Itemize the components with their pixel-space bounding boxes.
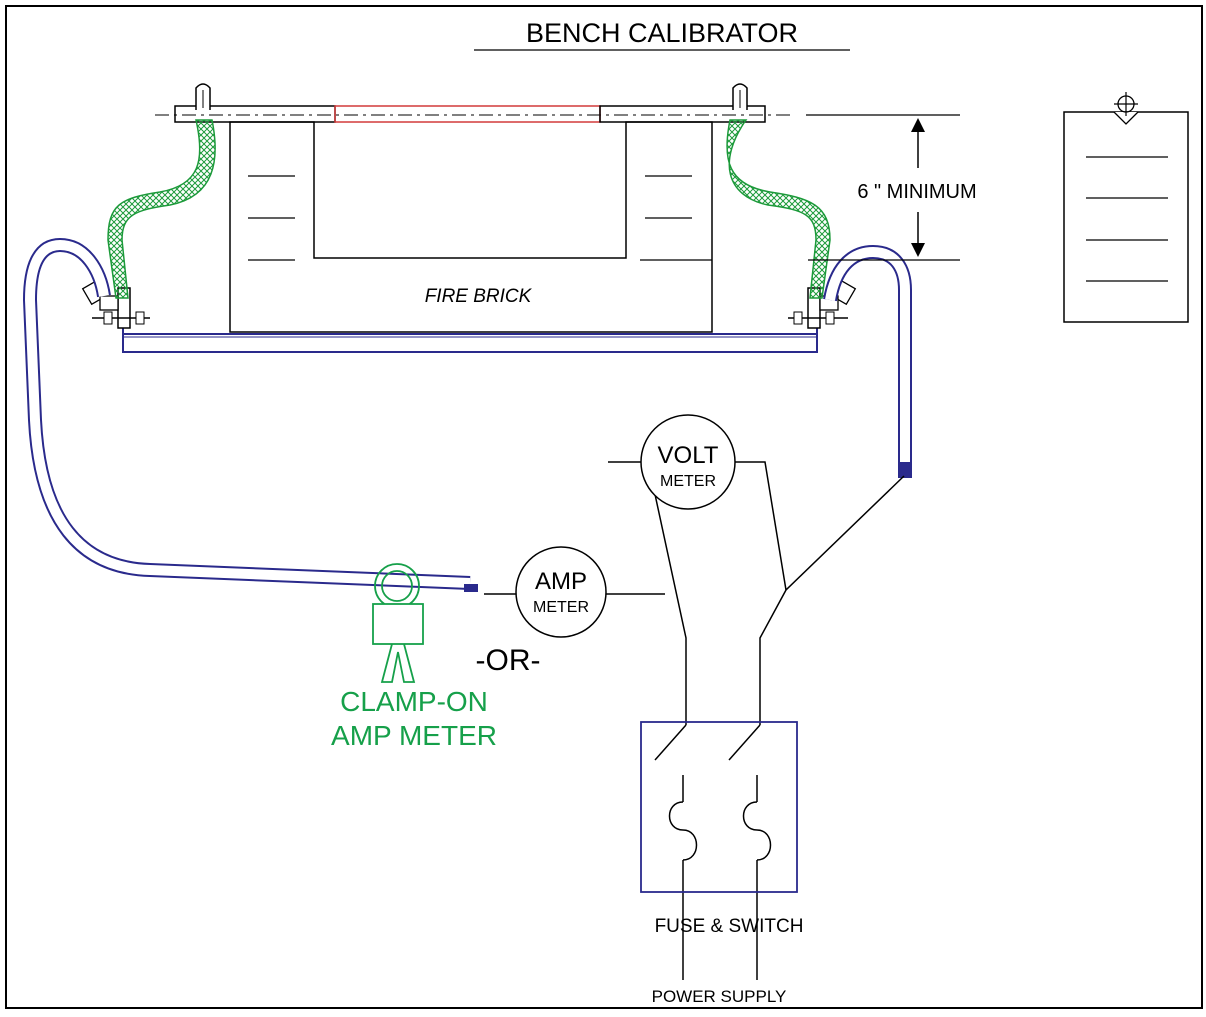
clamp-on-label-line2: AMP METER bbox=[331, 720, 497, 751]
right-terminal-clamp bbox=[788, 278, 857, 329]
amp-meter-label-bottom: METER bbox=[533, 599, 589, 616]
clamp-on-amp-meter bbox=[372, 563, 424, 683]
power-supply-label: POWER SUPPLY bbox=[652, 987, 787, 1006]
right-braided-lead bbox=[726, 119, 831, 299]
left-braided-lead bbox=[107, 119, 216, 299]
thermocouple-rod bbox=[174, 83, 766, 123]
clamp-on-label-line1: CLAMP-ON bbox=[340, 686, 488, 717]
minimum-dimension: 6 " MINIMUM bbox=[806, 114, 977, 261]
page-border bbox=[5, 5, 1203, 1009]
amp-meter: AMP METER bbox=[515, 546, 607, 638]
volt-meter: VOLT METER bbox=[640, 414, 736, 510]
amp-meter-label-top: AMP bbox=[535, 568, 587, 595]
fuse-switch-box bbox=[640, 721, 798, 893]
heating-element bbox=[334, 105, 601, 123]
fire-brick-label: FIRE BRICK bbox=[425, 286, 533, 307]
page-title: BENCH CALIBRATOR bbox=[526, 18, 798, 48]
volt-meter-label-top: VOLT bbox=[658, 442, 719, 469]
base-tray bbox=[122, 303, 818, 353]
circuit-wiring bbox=[484, 461, 905, 980]
minimum-label: 6 " MINIMUM bbox=[857, 181, 976, 203]
fire-brick: FIRE BRICK bbox=[229, 121, 713, 333]
left-cable bbox=[22, 237, 478, 592]
right-cable bbox=[823, 244, 912, 478]
fuse-switch-label: FUSE & SWITCH bbox=[655, 916, 804, 937]
volt-meter-label-bottom: METER bbox=[660, 473, 716, 490]
or-label: -OR- bbox=[476, 644, 541, 677]
clipboard-icon bbox=[1063, 92, 1189, 323]
